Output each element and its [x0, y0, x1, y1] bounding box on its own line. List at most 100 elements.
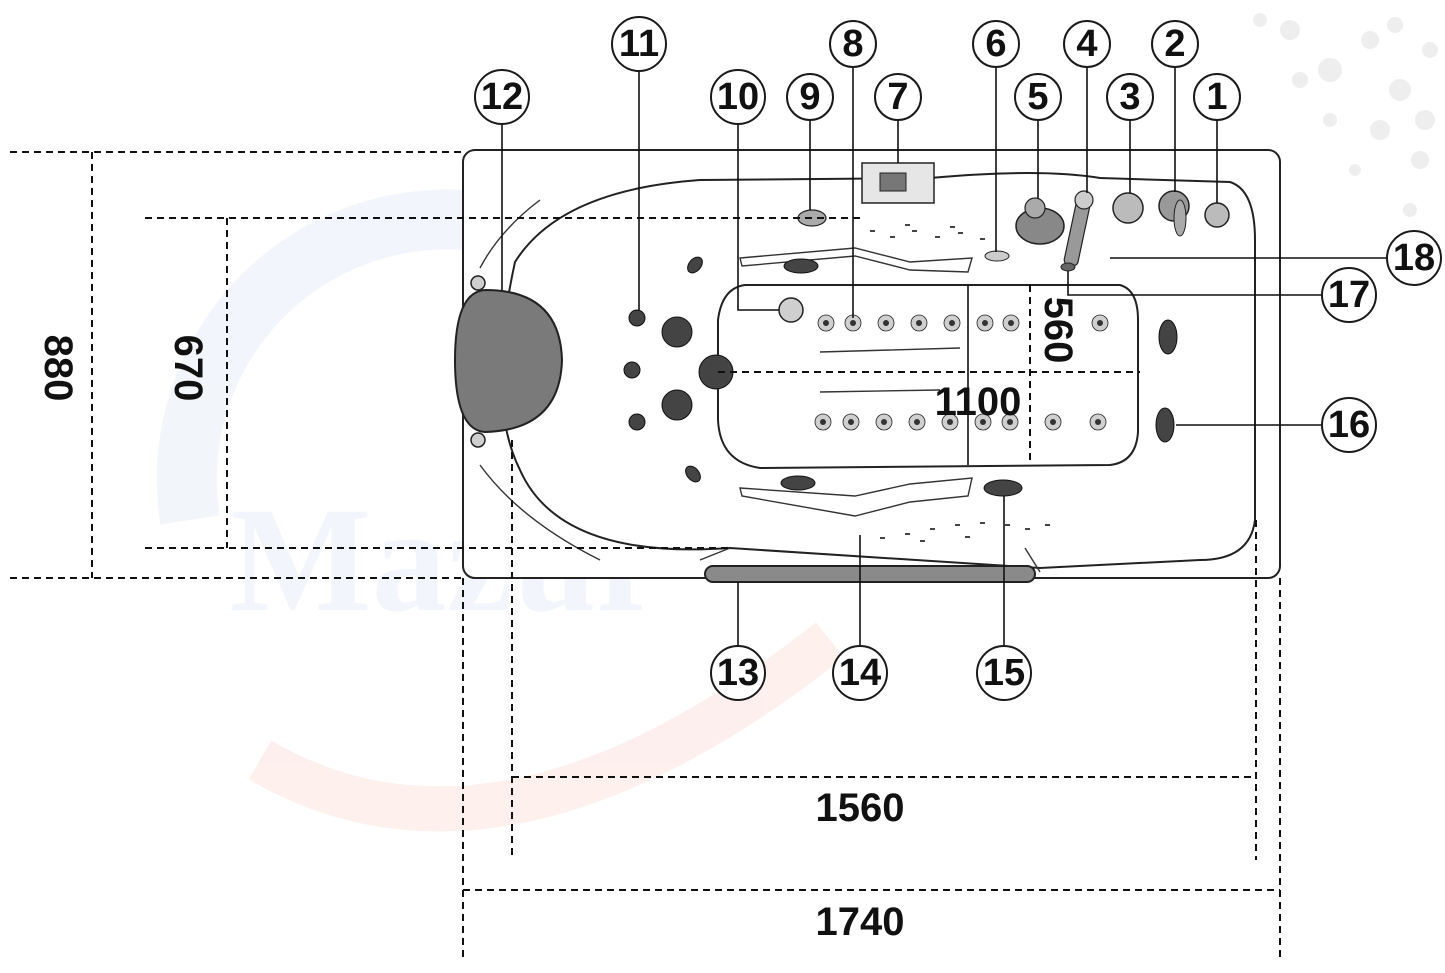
air-nozzle-bottom-5 — [980, 522, 985, 524]
svg-text:2: 2 — [1164, 23, 1185, 65]
callout-11: 11 — [611, 16, 667, 72]
callout-16: 16 — [1321, 397, 1377, 453]
seat-jet-top-3 — [877, 314, 895, 332]
seat-jet-top-5 — [943, 314, 961, 332]
seat-jet-top-8 — [1091, 314, 1109, 332]
callout-5: 5 — [1014, 73, 1062, 121]
seat-jet-top-7 — [1002, 314, 1020, 332]
svg-text:5: 5 — [1027, 76, 1048, 118]
callout-10: 10 — [710, 69, 766, 125]
callout-13: 13 — [710, 645, 766, 701]
svg-text:9: 9 — [799, 76, 820, 118]
svg-text:6: 6 — [985, 23, 1006, 65]
svg-text:1: 1 — [1206, 76, 1227, 118]
svg-text:13: 13 — [717, 652, 759, 694]
headrest — [453, 288, 564, 434]
drain-15 — [983, 479, 1023, 497]
air-nozzle-top-6 — [980, 238, 985, 240]
bg-dot-3 — [1361, 31, 1379, 49]
faucet-top — [1024, 197, 1046, 219]
air-nozzle-bottom-3 — [930, 528, 935, 530]
rim-curve-top — [479, 199, 541, 269]
seat-jet-bottom-5 — [941, 413, 959, 431]
bg-dot-9 — [1292, 72, 1308, 88]
grab-handle — [704, 565, 1036, 583]
callout-8: 8 — [829, 20, 877, 68]
air-nozzle-bottom-10 — [965, 536, 970, 538]
air-nozzle-top-1 — [870, 230, 875, 232]
handle-mounts — [699, 547, 1041, 573]
seat-jet-bottom-7 — [1001, 413, 1019, 431]
rim-curve-bottom — [479, 464, 601, 561]
jet-end-16 — [1155, 407, 1175, 443]
seat-line-1 — [819, 347, 961, 353]
air-nozzle-top-4 — [935, 236, 940, 238]
svg-text:7: 7 — [887, 76, 908, 118]
callout-3: 3 — [1106, 73, 1154, 121]
callout-7: 7 — [874, 73, 922, 121]
seat-jets — [814, 314, 1109, 431]
bg-dot-7 — [1411, 151, 1429, 169]
jet-side-top — [783, 258, 819, 274]
bg-dot-13 — [1415, 110, 1435, 130]
callout-15: 15 — [976, 645, 1032, 701]
seat-jet-bottom-2 — [842, 413, 860, 431]
callout-12: 12 — [474, 69, 530, 125]
headrest-pin-bottom — [470, 432, 486, 448]
bg-dot-10 — [1253, 13, 1267, 27]
svg-text:10: 10 — [717, 76, 759, 118]
svg-text:14: 14 — [839, 652, 881, 694]
callout-9: 9 — [786, 73, 834, 121]
dim-label-880: 880 — [36, 335, 80, 402]
jet-center — [698, 354, 734, 390]
seat-jet-bottom-4 — [908, 413, 926, 431]
seat-jet-top-4 — [910, 314, 928, 332]
svg-text:3: 3 — [1119, 76, 1140, 118]
watermark-logo: Mazur — [156, 189, 844, 832]
svg-text:17: 17 — [1328, 274, 1370, 316]
svg-text:4: 4 — [1076, 23, 1097, 65]
jet-big-1 — [661, 316, 693, 348]
bg-dot-6 — [1370, 120, 1390, 140]
bg-dot-14 — [1387, 17, 1403, 33]
callout-14: 14 — [832, 645, 888, 701]
headrest-pin-top — [470, 275, 486, 291]
bg-dot-11 — [1349, 164, 1361, 176]
jet-side-bottom — [780, 475, 816, 491]
jet-11a — [628, 309, 646, 327]
callout-1: 1 — [1193, 73, 1241, 121]
seat-jet-bottom-3 — [875, 413, 893, 431]
bg-dot-4 — [1389, 79, 1411, 101]
svg-text:18: 18 — [1393, 237, 1435, 279]
armrest-top — [739, 247, 973, 273]
background-dots — [1253, 13, 1438, 217]
callout-2: 2 — [1151, 20, 1199, 68]
dim-label-1560: 1560 — [816, 786, 905, 830]
air-nozzle-bottom-2 — [905, 533, 910, 535]
light-10 — [778, 297, 804, 323]
dim-label-670: 670 — [166, 335, 210, 402]
callout-leaders — [501, 67, 1391, 650]
air-nozzle-bottom-8 — [1045, 524, 1050, 526]
svg-text:8: 8 — [842, 23, 863, 65]
svg-text:16: 16 — [1328, 404, 1370, 446]
seat-line-2 — [819, 389, 941, 393]
svg-text:15: 15 — [983, 652, 1025, 694]
seat-jet-bottom-8 — [1044, 413, 1062, 431]
jet-11c — [628, 413, 646, 431]
knob-3 — [1112, 192, 1144, 224]
air-nozzle-bottom-7 — [1025, 528, 1030, 530]
bg-dot-8 — [1323, 113, 1337, 127]
armrest-bottom — [739, 477, 973, 517]
dim-label-560: 560 — [1036, 297, 1080, 364]
bg-dot-12 — [1403, 203, 1417, 217]
callout-4: 4 — [1063, 20, 1111, 68]
svg-text:12: 12 — [481, 76, 523, 118]
seat-jet-bottom-6 — [974, 413, 992, 431]
bg-dot-1 — [1280, 20, 1300, 40]
knob-1 — [1204, 202, 1230, 228]
part-17 — [1060, 262, 1076, 272]
air-nozzle-bottom-9 — [920, 540, 925, 542]
control-panel-display — [879, 172, 907, 192]
